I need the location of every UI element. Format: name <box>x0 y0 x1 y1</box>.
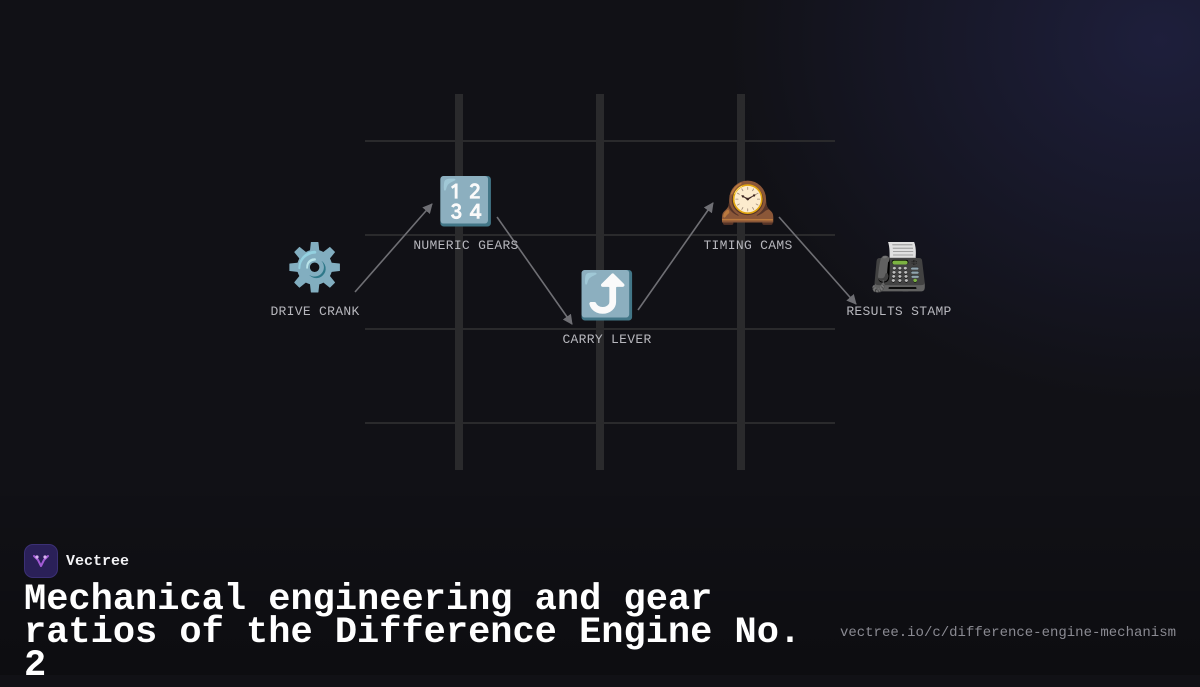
node-label: CARRY LEVER <box>562 332 652 347</box>
fax-machine-icon: 📠 <box>870 240 928 294</box>
numbers-icon: 🔢 <box>437 174 495 228</box>
node-label: RESULTS STAMP <box>846 304 952 319</box>
node-label: TIMING CAMS <box>703 238 793 253</box>
brand-name: Vectree <box>66 552 130 570</box>
source-url: vectree.io/c/difference-engine-mechanism <box>839 625 1176 641</box>
brand: Vectree <box>24 544 129 578</box>
node-numeric-gears: 🔢 NUMERIC GEARS <box>396 174 536 253</box>
headline: Mechanical engineering and gear ratios o… <box>24 579 802 687</box>
node-timing-cams: 🕰️ TIMING CAMS <box>678 174 818 253</box>
grid <box>365 94 835 470</box>
edges <box>354 202 857 325</box>
gear-icon: ⚙️ <box>286 240 344 294</box>
curved-up-arrow-icon: ⤴️ <box>578 268 636 322</box>
connector-arrow <box>496 216 573 325</box>
node-carry-lever: ⤴️ CARRY LEVER <box>537 268 677 347</box>
connector-arrow <box>778 216 857 305</box>
node-drive-crank: ⚙️ DRIVE CRANK <box>245 240 385 319</box>
node-label: NUMERIC GEARS <box>413 238 519 253</box>
connector-arrow <box>637 202 714 311</box>
mantel-clock-icon: 🕰️ <box>719 174 777 228</box>
node-label: DRIVE CRANK <box>270 304 360 319</box>
connector-arrow <box>354 203 433 293</box>
vectree-logo-icon <box>24 544 58 578</box>
node-results-stamp: 📠 RESULTS STAMP <box>829 240 969 319</box>
